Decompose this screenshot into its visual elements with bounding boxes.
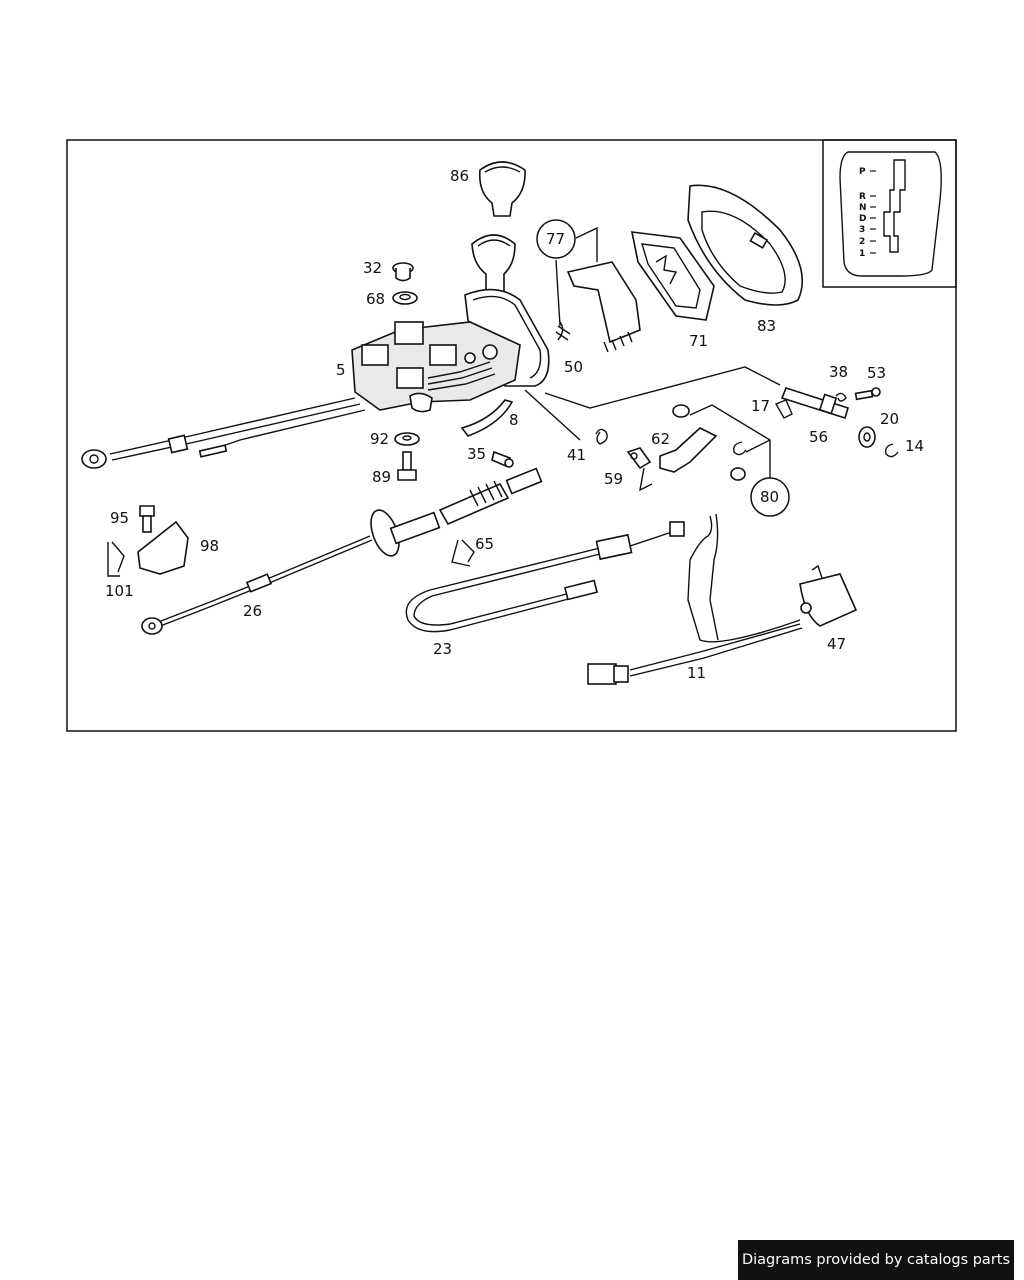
label-53: 53 [867, 364, 886, 382]
pin-35-icon [491, 450, 514, 468]
cable-bundle-icon [81, 397, 366, 469]
screw-53-icon [854, 387, 881, 401]
label-77: 77 [546, 230, 565, 248]
gate-label-2: 2 [859, 237, 865, 247]
clip-17-icon [774, 399, 793, 419]
label-23: 23 [433, 640, 452, 658]
label-101: 101 [105, 582, 134, 600]
bolt-89-icon [397, 451, 417, 481]
gate-label-R: R [859, 192, 866, 202]
shaft-56-icon [780, 387, 849, 420]
spring-41-icon [595, 428, 608, 445]
gear-knob-icon [478, 161, 526, 217]
label-56: 56 [809, 428, 828, 446]
harness-11-icon [587, 513, 803, 685]
label-32: 32 [363, 259, 382, 277]
bracket-98-icon [137, 520, 189, 575]
cover-71-icon [630, 231, 715, 321]
ring-20-icon [858, 426, 876, 448]
cap-32-icon [392, 262, 414, 282]
label-47: 47 [827, 635, 846, 653]
washer-68-icon [392, 291, 418, 305]
ring-80b-icon [730, 467, 746, 481]
callout-80-circle [750, 477, 790, 517]
lever-62-icon [659, 404, 718, 473]
washer-92-icon [394, 432, 420, 446]
label-83: 83 [757, 317, 776, 335]
label-35: 35 [467, 445, 486, 463]
cable-23-icon [405, 521, 685, 633]
circlip-80a-icon [732, 441, 747, 456]
label-71: 71 [689, 332, 708, 350]
label-92: 92 [370, 430, 389, 448]
label-11: 11 [687, 664, 706, 682]
gate-label-N: N [859, 203, 867, 213]
label-41: 41 [567, 446, 586, 464]
gate-label-D: D [859, 214, 866, 224]
gate-label-3: 3 [859, 225, 865, 235]
clip-101-icon [107, 541, 125, 577]
label-59: 59 [604, 470, 623, 488]
lever-8-icon [460, 399, 514, 437]
label-98: 98 [200, 537, 219, 555]
clip-65-icon [451, 539, 475, 567]
label-62: 62 [651, 430, 670, 448]
callout-77-circle [536, 219, 576, 259]
label-50: 50 [564, 358, 583, 376]
bracket-59-icon [626, 447, 653, 492]
bolt-95-icon [139, 505, 155, 533]
label-95: 95 [110, 509, 129, 527]
leader-lines [524, 226, 781, 478]
shift-knob-assembly-icon [471, 234, 516, 297]
label-68: 68 [366, 290, 385, 308]
label-26: 26 [243, 602, 262, 620]
gate-inset: P R N D 3 2 1 [822, 139, 957, 288]
gate-label-1: 1 [859, 249, 865, 259]
gate-label-P: P [859, 167, 866, 177]
label-14: 14 [905, 437, 924, 455]
attribution-footer: Diagrams provided by catalogs parts [738, 1240, 1014, 1280]
shift-cable-26-icon [141, 467, 543, 635]
label-38: 38 [829, 363, 848, 381]
spring-38-icon [835, 392, 847, 402]
label-5: 5 [336, 361, 346, 379]
diagram-frame [66, 139, 957, 732]
label-86: 86 [450, 167, 469, 185]
label-20: 20 [880, 410, 899, 428]
label-17: 17 [751, 397, 770, 415]
label-89: 89 [372, 468, 391, 486]
label-8: 8 [509, 411, 519, 429]
label-65: 65 [475, 535, 494, 553]
shifter-housing-icon [351, 288, 550, 413]
circlip-14-icon [884, 443, 899, 458]
bracket-77-icon [566, 261, 641, 353]
clip-50-icon [555, 321, 571, 341]
label-80: 80 [760, 488, 779, 506]
switch-47-icon [799, 564, 858, 627]
bezel-83-icon [687, 184, 804, 306]
